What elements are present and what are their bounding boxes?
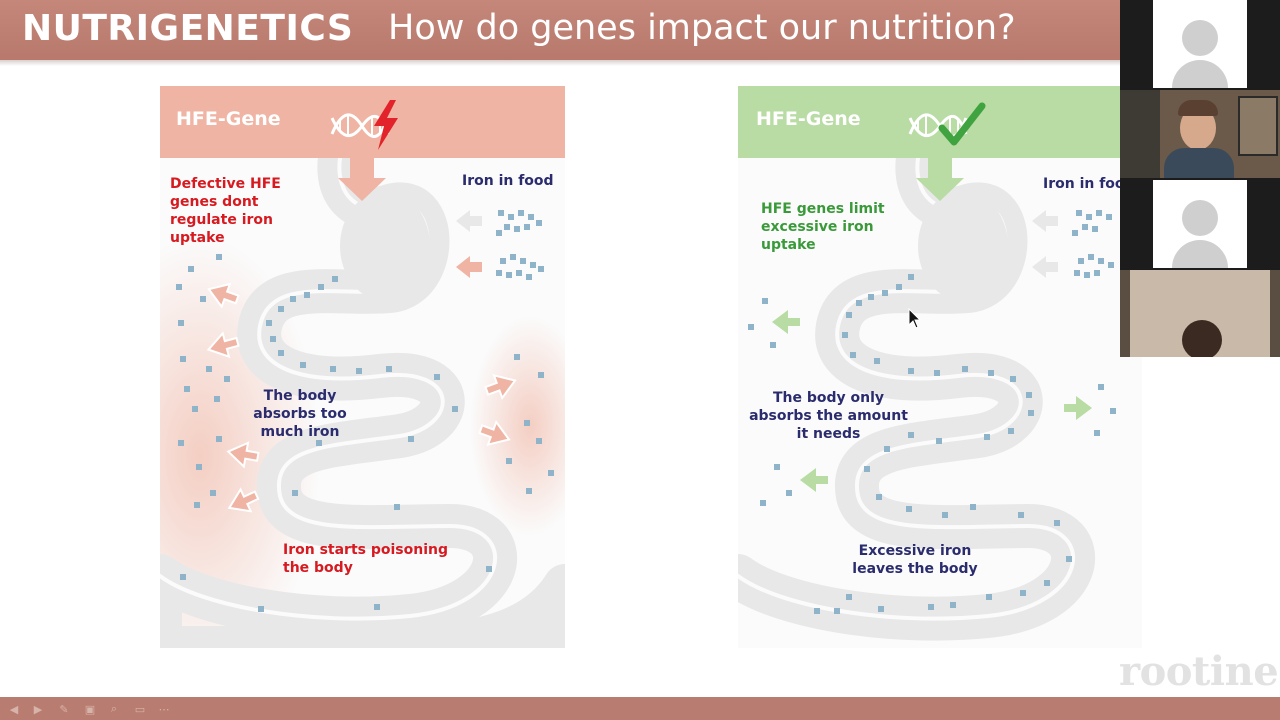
slide-title: NUTRIGENETICS [22, 8, 354, 49]
slides-icon[interactable]: ▣ [84, 702, 96, 716]
lightning-bolt-icon [374, 100, 398, 150]
healthy-gene-panel: HFE-Gene HFE genes limit excessive iron … [738, 86, 1142, 648]
gene-label: HFE-Gene [176, 108, 281, 130]
rootine-logo: rootine [1119, 648, 1279, 695]
slide-subtitle: How do genes impact our nutrition? [388, 8, 1016, 48]
pen-icon[interactable]: ✎ [59, 702, 69, 716]
iron-leaves-text: Excessive iron leaves the body [852, 543, 978, 577]
previous-icon[interactable]: ◀ [9, 702, 19, 716]
iron-in-food-label: Iron in food [462, 173, 554, 189]
next-icon[interactable]: ▶ [33, 702, 43, 716]
avatar-icon [1182, 200, 1218, 236]
gene-label: HFE-Gene [756, 108, 861, 130]
genes-limit-text: HFE genes limit excessive iron uptake [761, 201, 885, 253]
participant-video-4[interactable] [1120, 270, 1280, 357]
mouse-cursor-icon [908, 308, 922, 329]
avatar-icon [1182, 20, 1218, 56]
subtitles-icon[interactable]: ▭ [134, 702, 146, 716]
defective-gene-panel: HFE-Gene Defective HFE genes dont regula… [160, 86, 565, 648]
iron-poisoning-text: Iron starts poisoning the body [283, 542, 448, 576]
video-participants [1120, 0, 1280, 357]
participant-tile-1[interactable] [1153, 0, 1247, 88]
checkmark-icon [938, 102, 986, 146]
absorbs-too-much-text: The body absorbs too much iron [253, 388, 347, 440]
iron-in-food-label: Iron in food [1043, 176, 1135, 192]
panel-header-defective: HFE-Gene [160, 86, 565, 158]
slideshow-toolbar: ◀ ▶ ✎ ▣ ⌕ ▭ ⋯ [0, 697, 1280, 720]
more-icon[interactable]: ⋯ [158, 702, 170, 716]
panel-header-healthy: HFE-Gene [738, 86, 1142, 158]
absorbs-needed-text: The body only absorbs the amount it need… [749, 390, 908, 442]
defective-genes-text: Defective HFE genes dont regulate iron u… [170, 176, 281, 246]
participant-tile-3[interactable] [1153, 180, 1247, 268]
intestine-illustration-left [160, 136, 565, 648]
title-divider [0, 60, 1120, 66]
zoom-icon[interactable]: ⌕ [110, 702, 118, 715]
slide-title-bar: NUTRIGENETICS How do genes impact our nu… [0, 0, 1120, 60]
participant-video-2[interactable] [1120, 90, 1280, 178]
intestine-illustration-right [738, 136, 1116, 641]
